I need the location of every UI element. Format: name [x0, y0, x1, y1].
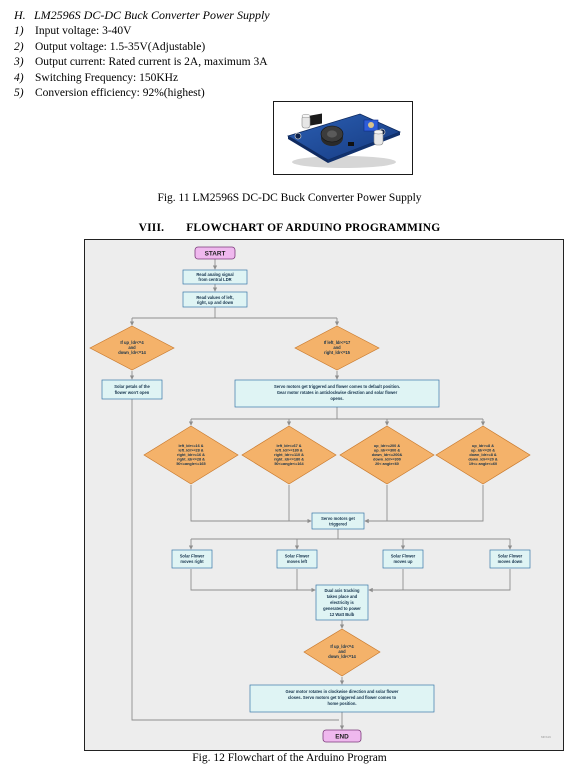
svg-text:and: and — [128, 345, 136, 350]
svg-text:triggered: triggered — [329, 522, 347, 527]
svg-text:right_ldr>=16 &: right_ldr>=16 & — [177, 453, 205, 457]
svg-text:Solar petals of the: Solar petals of the — [114, 384, 150, 389]
svg-text:Gear motor rotates in clockwis: Gear motor rotates in clockwise directio… — [285, 689, 398, 694]
buck-converter-illustration — [287, 113, 402, 168]
svg-text:20< angle<60: 20< angle<60 — [375, 462, 399, 466]
svg-text:moves right: moves right — [180, 559, 204, 564]
svg-text:flower won't open: flower won't open — [115, 390, 150, 395]
flowchart-connectors — [132, 259, 513, 730]
svg-text:left_ldr>=28 &: left_ldr>=28 & — [178, 449, 203, 453]
section-h-heading: H. LM2596S DC-DC Buck Converter Power Sup… — [14, 8, 270, 23]
spec-list: 1)Input voltage: 3-40V 2)Output voltage:… — [14, 24, 268, 102]
svg-text:up_ldr>=200 &: up_ldr>=200 & — [374, 444, 400, 448]
svg-text:left_ldr<=16 &: left_ldr<=16 & — [178, 444, 203, 448]
svg-text:down_ldr<=200&: down_ldr<=200& — [372, 453, 403, 457]
svg-text:from central LDR: from central LDR — [198, 277, 231, 282]
petals-closed-box: Solar petals of the flower won't open — [101, 379, 163, 400]
svg-text:right_ldr<=28 &: right_ldr<=28 & — [177, 458, 205, 462]
svg-text:Solar Flower: Solar Flower — [180, 554, 205, 559]
servo-triggered-box: Servo motors get triggered — [311, 512, 365, 530]
svg-text:and: and — [338, 649, 346, 654]
spec-item: 3)Output current: Rated current is 2A, m… — [14, 56, 268, 68]
svg-text:50<=angle<=165: 50<=angle<=165 — [176, 462, 205, 466]
svg-text:up_ldr>=8 &: up_ldr>=8 & — [472, 444, 494, 448]
svg-text:moves up: moves up — [393, 559, 413, 564]
spec-item: 4)Switching Frequency: 150KHz — [14, 71, 179, 84]
svg-text:down_ldr<=14: down_ldr<=14 — [118, 350, 146, 355]
watermark: MKS19 — [541, 735, 551, 739]
svg-text:opens.: opens. — [330, 396, 343, 401]
svg-text:If up_ldr<=4: If up_ldr<=4 — [330, 644, 354, 649]
gear-close-box: Gear motor rotates in clockwise directio… — [249, 684, 435, 713]
svg-text:moves down: moves down — [498, 559, 523, 564]
spec-item: 2)Output voltage: 1.5-35V(Adjustable) — [14, 40, 206, 53]
svg-text:left_ldr<=67 &: left_ldr<=67 & — [276, 444, 301, 448]
angle-diamond-4: up_ldr>=8 & up_ldr<=20 & down_ldr>=8 & d… — [435, 425, 531, 485]
moves-right-box: Solar Flower moves right — [171, 549, 213, 569]
buck-converter-photo — [273, 101, 413, 175]
end-terminal: END — [322, 729, 362, 743]
moves-left-box: Solar Flower moves left — [276, 549, 318, 569]
svg-text:right_ldr<=15: right_ldr<=15 — [324, 350, 351, 355]
section-viii-title: FLOWCHART OF ARDUINO PROGRAMMING — [186, 222, 441, 234]
start-terminal: START — [194, 246, 236, 260]
svg-text:Servo motors get: Servo motors get — [321, 516, 355, 521]
angle-diamond-1: left_ldr<=16 & left_ldr>=28 & right_ldr>… — [143, 425, 239, 485]
fig-12-caption: Fig. 12 Flowchart of the Arduino Program — [192, 752, 387, 764]
svg-text:right_ldr<=180 &: right_ldr<=180 & — [274, 458, 304, 462]
flowchart-svg: START Read analog signal from central LD… — [89, 246, 551, 743]
fig-11-caption: Fig. 11 LM2596S DC-DC Buck Converter Pow… — [157, 192, 422, 204]
svg-text:START: START — [205, 251, 226, 258]
svg-text:right, up and down: right, up and down — [197, 300, 234, 305]
svg-text:home position.: home position. — [327, 701, 356, 706]
moves-up-box: Solar Flower moves up — [382, 549, 424, 569]
svg-text:generated to power: generated to power — [323, 606, 361, 611]
angle-diamond-3: up_ldr>=200 & up_ldr<=300 & down_ldr<=20… — [339, 425, 435, 485]
svg-text:electricity is: electricity is — [330, 600, 354, 605]
svg-text:19<= angle<=60: 19<= angle<=60 — [469, 462, 497, 466]
svg-text:If left_ldr<=17: If left_ldr<=17 — [324, 340, 351, 345]
spec-item: 1)Input voltage: 3-40V — [14, 25, 132, 37]
section-viii-heading: VIII. FLOWCHART OF ARDUINO PROGRAMMING — [0, 222, 579, 234]
svg-text:Servo motors get triggered and: Servo motors get triggered and flower co… — [274, 384, 400, 389]
svg-text:END: END — [335, 734, 349, 741]
svg-text:moves left: moves left — [287, 559, 308, 564]
svg-text:takes place and: takes place and — [327, 594, 358, 599]
dual-axis-tracking-box: Dual axis tracking takes place and elect… — [315, 584, 369, 621]
svg-text:up_ldr<=20 &: up_ldr<=20 & — [471, 449, 495, 453]
spec-item: 5)Conversion efficiency: 92%(highest) — [14, 87, 205, 99]
svg-text:down_ldr<=14: down_ldr<=14 — [328, 654, 356, 659]
svg-text:right_ldr>=110 &: right_ldr>=110 & — [274, 453, 304, 457]
condition-bottom-diamond: If up_ldr<=4 and down_ldr<=14 — [303, 628, 381, 677]
servo-default-box: Servo motors get triggered and flower co… — [234, 379, 440, 408]
section-h-label: H. — [14, 8, 26, 22]
read-analog-box: Read analog signal from central LDR — [182, 269, 248, 285]
read-values-box: Read values of left, right, up and down — [182, 291, 248, 308]
svg-text:Gear motor rotates in anticloc: Gear motor rotates in anticlockwise dire… — [277, 390, 398, 395]
svg-text:Solar Flower: Solar Flower — [498, 554, 523, 559]
svg-text:Dual axis tracking: Dual axis tracking — [324, 588, 360, 593]
section-h-title: LM2596S DC-DC Buck Converter Power Suppl… — [34, 8, 270, 22]
svg-text:down_ldr>=8 &: down_ldr>=8 & — [469, 453, 496, 457]
svg-text:50<=angle<=164: 50<=angle<=164 — [274, 462, 304, 466]
moves-down-box: Solar Flower moves down — [489, 549, 531, 569]
svg-text:down_ldr<=20 &: down_ldr<=20 & — [468, 458, 498, 462]
svg-text:Solar Flower: Solar Flower — [285, 554, 310, 559]
svg-text:left_ldr>=180 &: left_ldr>=180 & — [275, 449, 302, 453]
svg-text:Read analog signal: Read analog signal — [196, 272, 233, 277]
svg-text:Read values of left,: Read values of left, — [196, 295, 233, 300]
condition-up-down-diamond: If up_ldr<=4 and down_ldr<=14 — [89, 325, 175, 371]
svg-text:up_ldr<=300 &: up_ldr<=300 & — [374, 449, 400, 453]
svg-text:down_ldr>=300: down_ldr>=300 — [373, 458, 401, 462]
svg-text:12 Watt Bulb: 12 Watt Bulb — [330, 612, 355, 617]
svg-text:Solar Flower: Solar Flower — [391, 554, 416, 559]
section-viii-number: VIII. — [138, 222, 165, 234]
svg-text:If up_ldr<=4: If up_ldr<=4 — [120, 340, 144, 345]
angle-diamond-2: left_ldr<=67 & left_ldr>=180 & right_ldr… — [241, 425, 337, 485]
flowchart-panel: START Read analog signal from central LD… — [84, 239, 564, 751]
svg-text:closes. Servo motors get trigg: closes. Servo motors get triggered and f… — [288, 695, 397, 700]
condition-left-right-diamond: If left_ldr<=17 and right_ldr<=15 — [294, 325, 380, 371]
svg-text:and: and — [333, 345, 341, 350]
